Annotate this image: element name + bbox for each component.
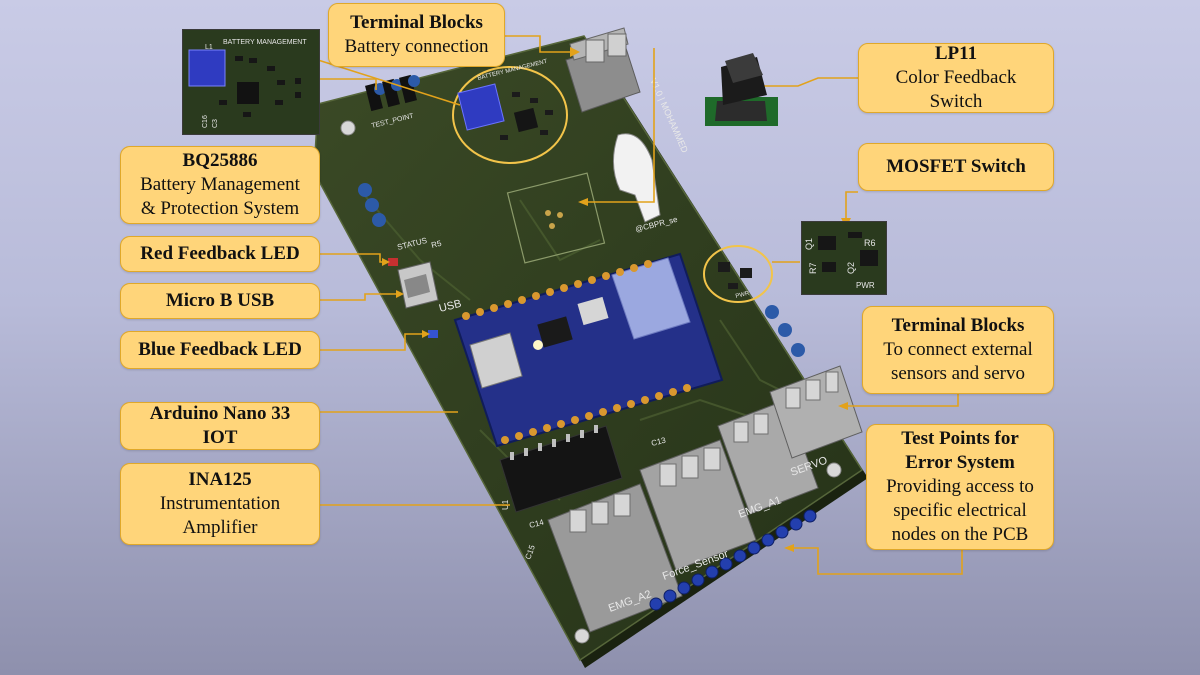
callout-title: Error System	[905, 452, 1015, 473]
inset-r7: R7	[808, 262, 818, 274]
callout-terminal-blocks-sensors: Terminal Blocks To connect external sens…	[862, 306, 1054, 394]
bq-chip	[513, 107, 539, 133]
callout-body: & Protection System	[140, 198, 300, 219]
blue-led	[428, 330, 438, 338]
battery-terminal-block	[565, 27, 641, 113]
callout-ina125: INA125 Instrumentation Amplifier	[120, 463, 320, 545]
silk-c13: C13	[650, 436, 667, 448]
callout-title: Red Feedback LED	[140, 243, 300, 264]
callout-title: Blue Feedback LED	[138, 339, 302, 360]
callout-mosfet-switch: MOSFET Switch	[858, 143, 1054, 191]
logo-silhouette	[613, 133, 661, 223]
mounting-hole	[340, 120, 356, 136]
leader-arrowheads	[382, 47, 851, 552]
inset-q1: Q1	[804, 238, 814, 250]
callout-terminal-blocks-battery: Terminal Blocks Battery connection	[328, 3, 505, 67]
inset-battery-title: BATTERY MANAGEMENT	[223, 39, 307, 46]
callout-title: Micro B USB	[165, 290, 275, 311]
silk-pwr: PWR	[735, 291, 751, 300]
inductor-l1	[457, 83, 505, 131]
callout-title: INA125	[188, 469, 252, 490]
callout-arduino: Arduino Nano 33 IOT	[120, 402, 320, 450]
callout-body: To connect external	[883, 339, 1033, 360]
callout-title: MOSFET Switch	[886, 156, 1026, 177]
callout-title: Test Points for	[901, 428, 1019, 449]
ina125-dip-chip	[499, 425, 623, 513]
arduino-header-pins	[462, 260, 691, 444]
silkscreen-square	[506, 172, 606, 264]
callout-lp11: LP11 Color Feedback Switch	[858, 43, 1054, 113]
callout-title: LP11	[934, 43, 978, 64]
callout-body: Switch	[929, 91, 983, 112]
inset-pwr: PWR	[856, 281, 875, 290]
test-point-header-row	[649, 509, 817, 611]
callout-title: Arduino Nano 33	[149, 403, 291, 424]
callout-body: Providing access to	[886, 476, 1034, 497]
inset-chip	[237, 82, 259, 104]
left-test-points	[358, 183, 386, 227]
callout-body: Color Feedback	[895, 67, 1017, 88]
callout-body: Instrumentation	[159, 493, 281, 514]
smd-parts	[500, 92, 553, 140]
callout-body: specific electrical	[893, 500, 1027, 521]
callout-blue-led: Blue Feedback LED	[120, 331, 320, 369]
red-led	[388, 258, 398, 266]
callout-micro-usb: Micro B USB	[120, 283, 320, 319]
sensor-terminal-blocks	[547, 365, 863, 633]
callout-title: Terminal Blocks	[891, 315, 1025, 336]
mounting-hole	[826, 462, 842, 478]
pads	[545, 210, 563, 229]
right-test-points	[765, 305, 805, 357]
callout-test-points: Test Points for Error System Providing a…	[866, 424, 1054, 550]
callout-body: nodes on the PCB	[891, 524, 1029, 545]
callout-body: Amplifier	[182, 517, 258, 538]
battery-highlight-ring	[452, 66, 568, 164]
mounting-hole	[574, 628, 590, 644]
callout-title: BQ25886	[182, 150, 258, 171]
callout-title: Terminal Blocks	[350, 12, 483, 33]
mosfet-parts	[718, 262, 752, 289]
silk-r5: R5	[430, 239, 443, 250]
callout-body: sensors and servo	[890, 363, 1026, 384]
inset-q2: Q2	[846, 262, 856, 274]
callout-body: Battery Management	[140, 174, 300, 195]
micro-usb-connector	[397, 261, 439, 309]
inset-c16-label: C16	[202, 115, 209, 128]
inset-r6: R6	[864, 238, 876, 248]
battery-management-inset: BATTERY MANAGEMENT L1 C16 C3	[182, 29, 320, 135]
callout-body: Battery connection	[344, 36, 489, 57]
callout-bq25886: BQ25886 Battery Management & Protection …	[120, 146, 320, 224]
inset-inductor	[188, 49, 226, 87]
callout-title: IOT	[202, 427, 238, 448]
callout-red-led: Red Feedback LED	[120, 236, 320, 272]
inset-l1-label: L1	[205, 44, 213, 51]
silk-c14: C14	[528, 518, 545, 530]
inset-c3-label: C3	[212, 119, 219, 128]
mosfet-highlight-ring	[703, 245, 773, 303]
silk-usb: USB	[438, 298, 463, 315]
lp11-switch-inset	[705, 47, 778, 126]
mosfet-inset: Q1 R6 R7 Q2 PWR	[801, 221, 887, 295]
